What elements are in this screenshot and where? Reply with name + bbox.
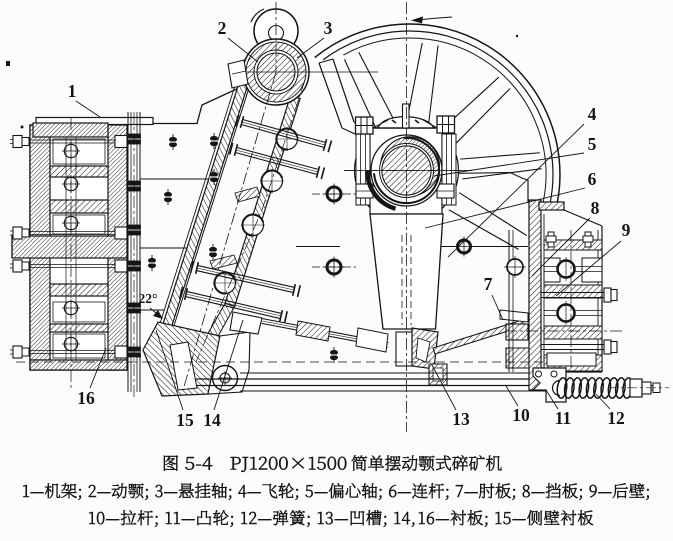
svg-text:2: 2 — [218, 18, 227, 38]
svg-text:14: 14 — [203, 410, 221, 430]
svg-text:7: 7 — [484, 274, 493, 294]
svg-text:4: 4 — [588, 104, 597, 124]
svg-text:5: 5 — [588, 134, 597, 154]
svg-text:3: 3 — [324, 18, 333, 38]
svg-text:10: 10 — [512, 405, 530, 425]
svg-text:1: 1 — [68, 81, 77, 101]
svg-text:6: 6 — [588, 169, 597, 189]
svg-text:22°: 22° — [139, 291, 158, 306]
svg-text:8: 8 — [591, 198, 600, 218]
svg-text:13: 13 — [452, 409, 470, 429]
svg-text:16: 16 — [77, 388, 95, 408]
svg-text:12: 12 — [607, 408, 625, 428]
svg-text:15: 15 — [176, 410, 194, 430]
svg-text:11: 11 — [555, 408, 572, 428]
svg-text:9: 9 — [622, 220, 631, 240]
